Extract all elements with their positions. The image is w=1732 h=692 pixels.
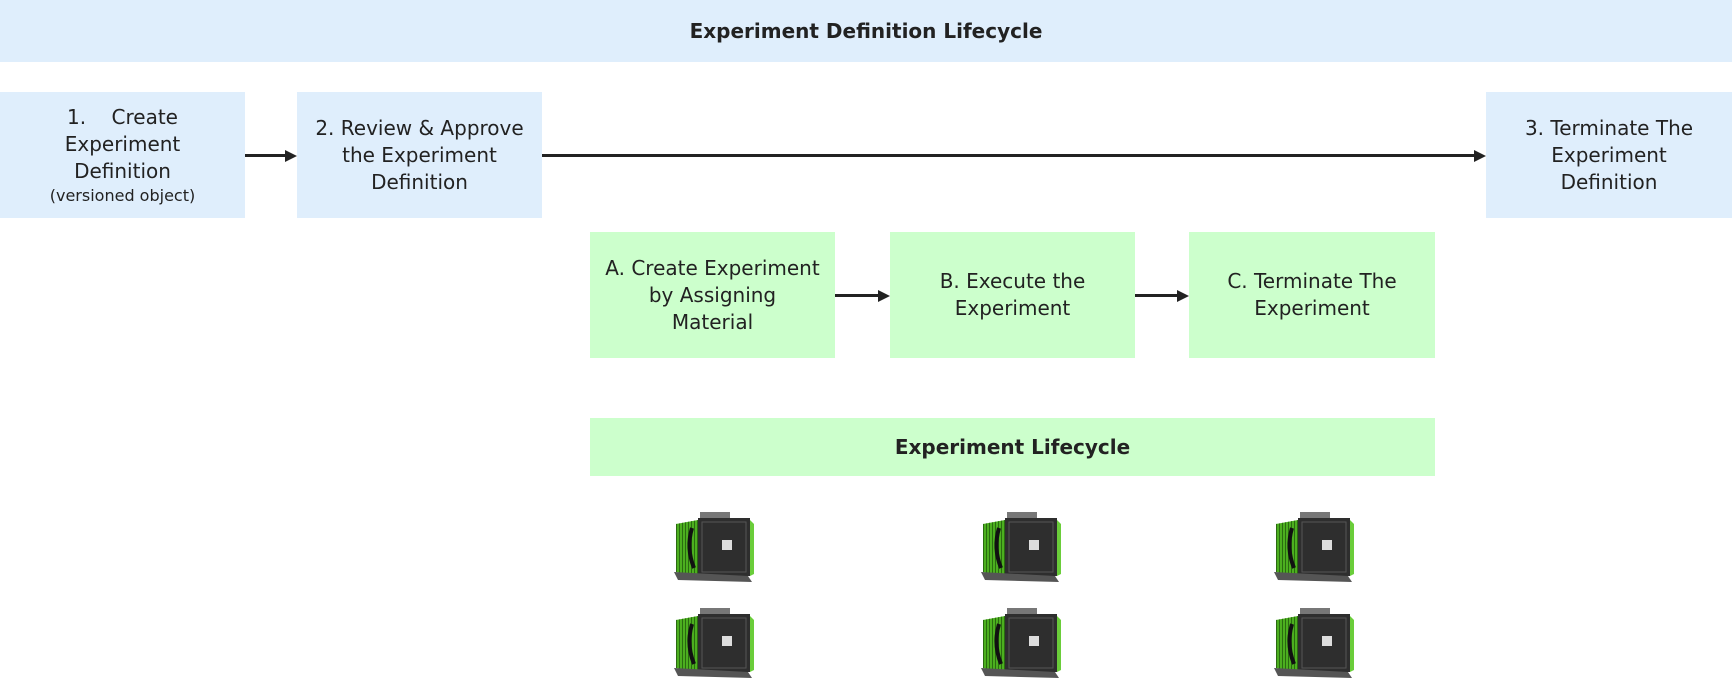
step-label-line: Experiment	[954, 296, 1071, 320]
equipment-machine-icon	[1270, 606, 1356, 682]
step-label-line: Experiment	[1551, 142, 1667, 167]
step-note: (versioned object)	[49, 185, 196, 205]
step-label-line: Definition	[74, 158, 171, 183]
step-label-line: Experiment	[64, 131, 181, 156]
step-terminate-definition: 3. Terminate The Experiment Definition	[1486, 92, 1732, 218]
equipment-machine-icon	[670, 510, 756, 586]
step-label-line: by Assigning	[648, 282, 777, 307]
step-label-line: B. Execute the	[939, 269, 1086, 293]
step-execute-experiment: B. Execute the Experiment	[890, 232, 1135, 358]
arrowhead	[1474, 149, 1486, 162]
arrow-2-to-3	[542, 154, 1476, 157]
arrowhead	[1177, 289, 1189, 302]
band-title: Experiment Lifecycle	[894, 435, 1131, 459]
step-label-line: Experiment	[1254, 296, 1370, 320]
step-label-line: Definition	[371, 169, 468, 194]
step-label-line: 3. Terminate The	[1524, 115, 1694, 140]
arrowhead	[878, 289, 890, 302]
arrow-1-to-2	[245, 154, 287, 157]
step-label-line: 2. Review & Approve	[315, 115, 524, 140]
step-review-approve: 2. Review & Approve the Experiment Defin…	[297, 92, 542, 218]
equipment-machine-icon	[977, 606, 1063, 682]
definition-lifecycle-header: Experiment Definition Lifecycle	[0, 0, 1732, 62]
equipment-machine-icon	[670, 606, 756, 682]
step-label-line: A. Create Experiment	[605, 255, 820, 280]
step-label-line: Definition	[1560, 169, 1658, 194]
step-terminate-experiment: C. Terminate The Experiment	[1189, 232, 1435, 358]
header-title: Experiment Definition Lifecycle	[689, 19, 1043, 43]
equipment-machine-icon	[977, 510, 1063, 586]
step-label-line: 1. Create	[67, 104, 178, 129]
arrow-a-to-b	[835, 294, 880, 297]
step-create-experiment: A. Create Experiment by Assigning Materi…	[590, 232, 835, 358]
experiment-lifecycle-band: Experiment Lifecycle	[590, 418, 1435, 476]
step-label-line: C. Terminate The	[1227, 269, 1397, 293]
arrowhead	[285, 149, 297, 162]
step-label-line: the Experiment	[342, 142, 497, 167]
step-label-line: Material	[671, 309, 754, 334]
equipment-machine-icon	[1270, 510, 1356, 586]
arrow-b-to-c	[1135, 294, 1179, 297]
step-create-definition: 1. Create Experiment Definition (version…	[0, 92, 245, 218]
